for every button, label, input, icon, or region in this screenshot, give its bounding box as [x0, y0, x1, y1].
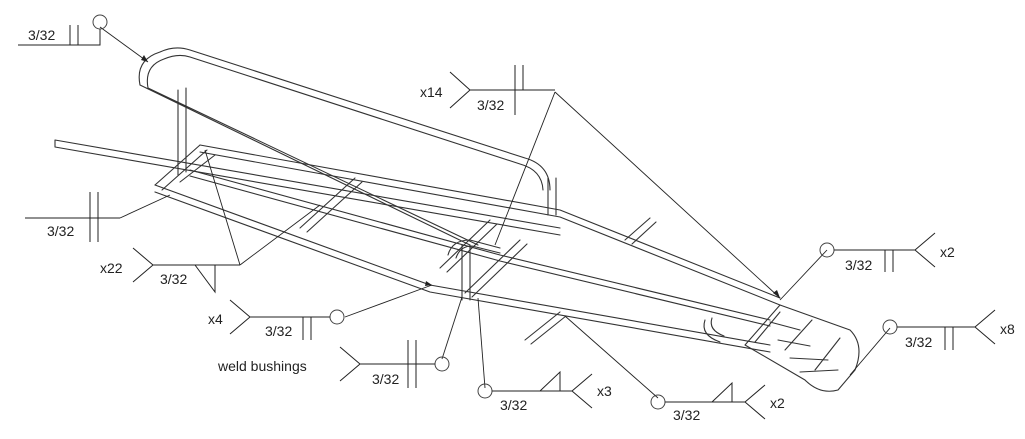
- rail-inner: [189, 169, 771, 327]
- leader-w4a: [204, 149, 241, 266]
- weld-ref-w1: [18, 25, 101, 46]
- weld-ref-w5: [229, 299, 330, 340]
- cross-member-2: [439, 219, 498, 273]
- weld-all-around-circle-w10: [882, 319, 898, 335]
- handle-tube: [138, 47, 551, 191]
- leader-w9: [779, 249, 828, 301]
- leader-w4b: [239, 204, 321, 266]
- frame-structure: [54, 47, 860, 392]
- weld-size-w8: 3/32: [673, 407, 700, 423]
- weld-all-around-circle-w6: [434, 356, 450, 372]
- weld-qty-w2: x14: [420, 84, 443, 100]
- weld-ref-w3: [25, 192, 120, 242]
- weld-note-w6: weld bushings: [217, 358, 307, 374]
- leader-w1: [99, 26, 149, 63]
- weld-ref-w7: [492, 370, 593, 409]
- weld-size-w2: 3/32: [477, 97, 504, 113]
- weld-labels: 3/32 x14 3/32 3/32 x22 3/32 x4 3/32 weld…: [28, 27, 1015, 423]
- weld-size-w4: 3/32: [160, 271, 187, 287]
- leader-w2b: [554, 91, 781, 299]
- weld-qty-w8: x2: [770, 395, 785, 411]
- weld-ref-w9: [834, 232, 936, 272]
- arrow-w5: [425, 281, 432, 286]
- deck-bracket: [703, 317, 725, 343]
- weld-ref-w2: [449, 65, 555, 115]
- weld-size-w10: 3/32: [905, 334, 932, 350]
- front-deck: [744, 304, 860, 392]
- weld-size-w3: 3/32: [47, 223, 74, 239]
- weld-size-w9: 3/32: [845, 257, 872, 273]
- post-rear: [177, 87, 187, 176]
- weld-qty-w10: x8: [1000, 321, 1015, 337]
- leader-w6: [441, 296, 463, 360]
- deck-slats: [754, 311, 841, 373]
- cross-tube-right: [624, 217, 657, 245]
- leader-lines: [99, 26, 891, 399]
- weld-all-around-circle-w5: [329, 309, 345, 325]
- mid-hoop: [447, 239, 501, 259]
- leader-w10: [849, 327, 891, 376]
- weld-all-around-circle-w8: [650, 394, 666, 410]
- leader-w8: [564, 315, 659, 399]
- weld-qty-w5: x4: [208, 311, 223, 327]
- diagonal-brace: [139, 84, 479, 246]
- weld-qty-w7: x3: [597, 383, 612, 399]
- weld-all-around-circle-w1: [92, 14, 108, 30]
- post-mid-right: [547, 177, 557, 216]
- leader-w2a: [494, 91, 556, 246]
- weld-qty-w4: x22: [100, 260, 123, 276]
- leader-w5: [344, 284, 433, 318]
- rail-top: [199, 144, 781, 306]
- weld-size-w6: 3/32: [372, 371, 399, 387]
- leader-w3: [119, 194, 171, 219]
- arrow-w2: [773, 290, 780, 298]
- weld-size-w5: 3/32: [265, 323, 292, 339]
- weld-size-w1: 3/32: [28, 27, 55, 43]
- weld-symbols: [18, 14, 996, 420]
- weld-ref-w6: [339, 340, 435, 388]
- cross-member-3: [464, 239, 528, 298]
- weld-ref-w4: [132, 247, 240, 294]
- weld-qty-w9: x2: [940, 244, 955, 260]
- axle-tube: [54, 139, 561, 236]
- weld-size-w7: 3/32: [500, 397, 527, 413]
- cross-member-1: [299, 177, 363, 233]
- weld-ref-w8: [665, 381, 766, 420]
- arrow-w1: [141, 55, 148, 62]
- post-mid-left: [461, 244, 471, 301]
- weld-ref-w10: [897, 309, 996, 350]
- cross-tube-bottom: [524, 311, 567, 345]
- leader-w7: [477, 297, 486, 389]
